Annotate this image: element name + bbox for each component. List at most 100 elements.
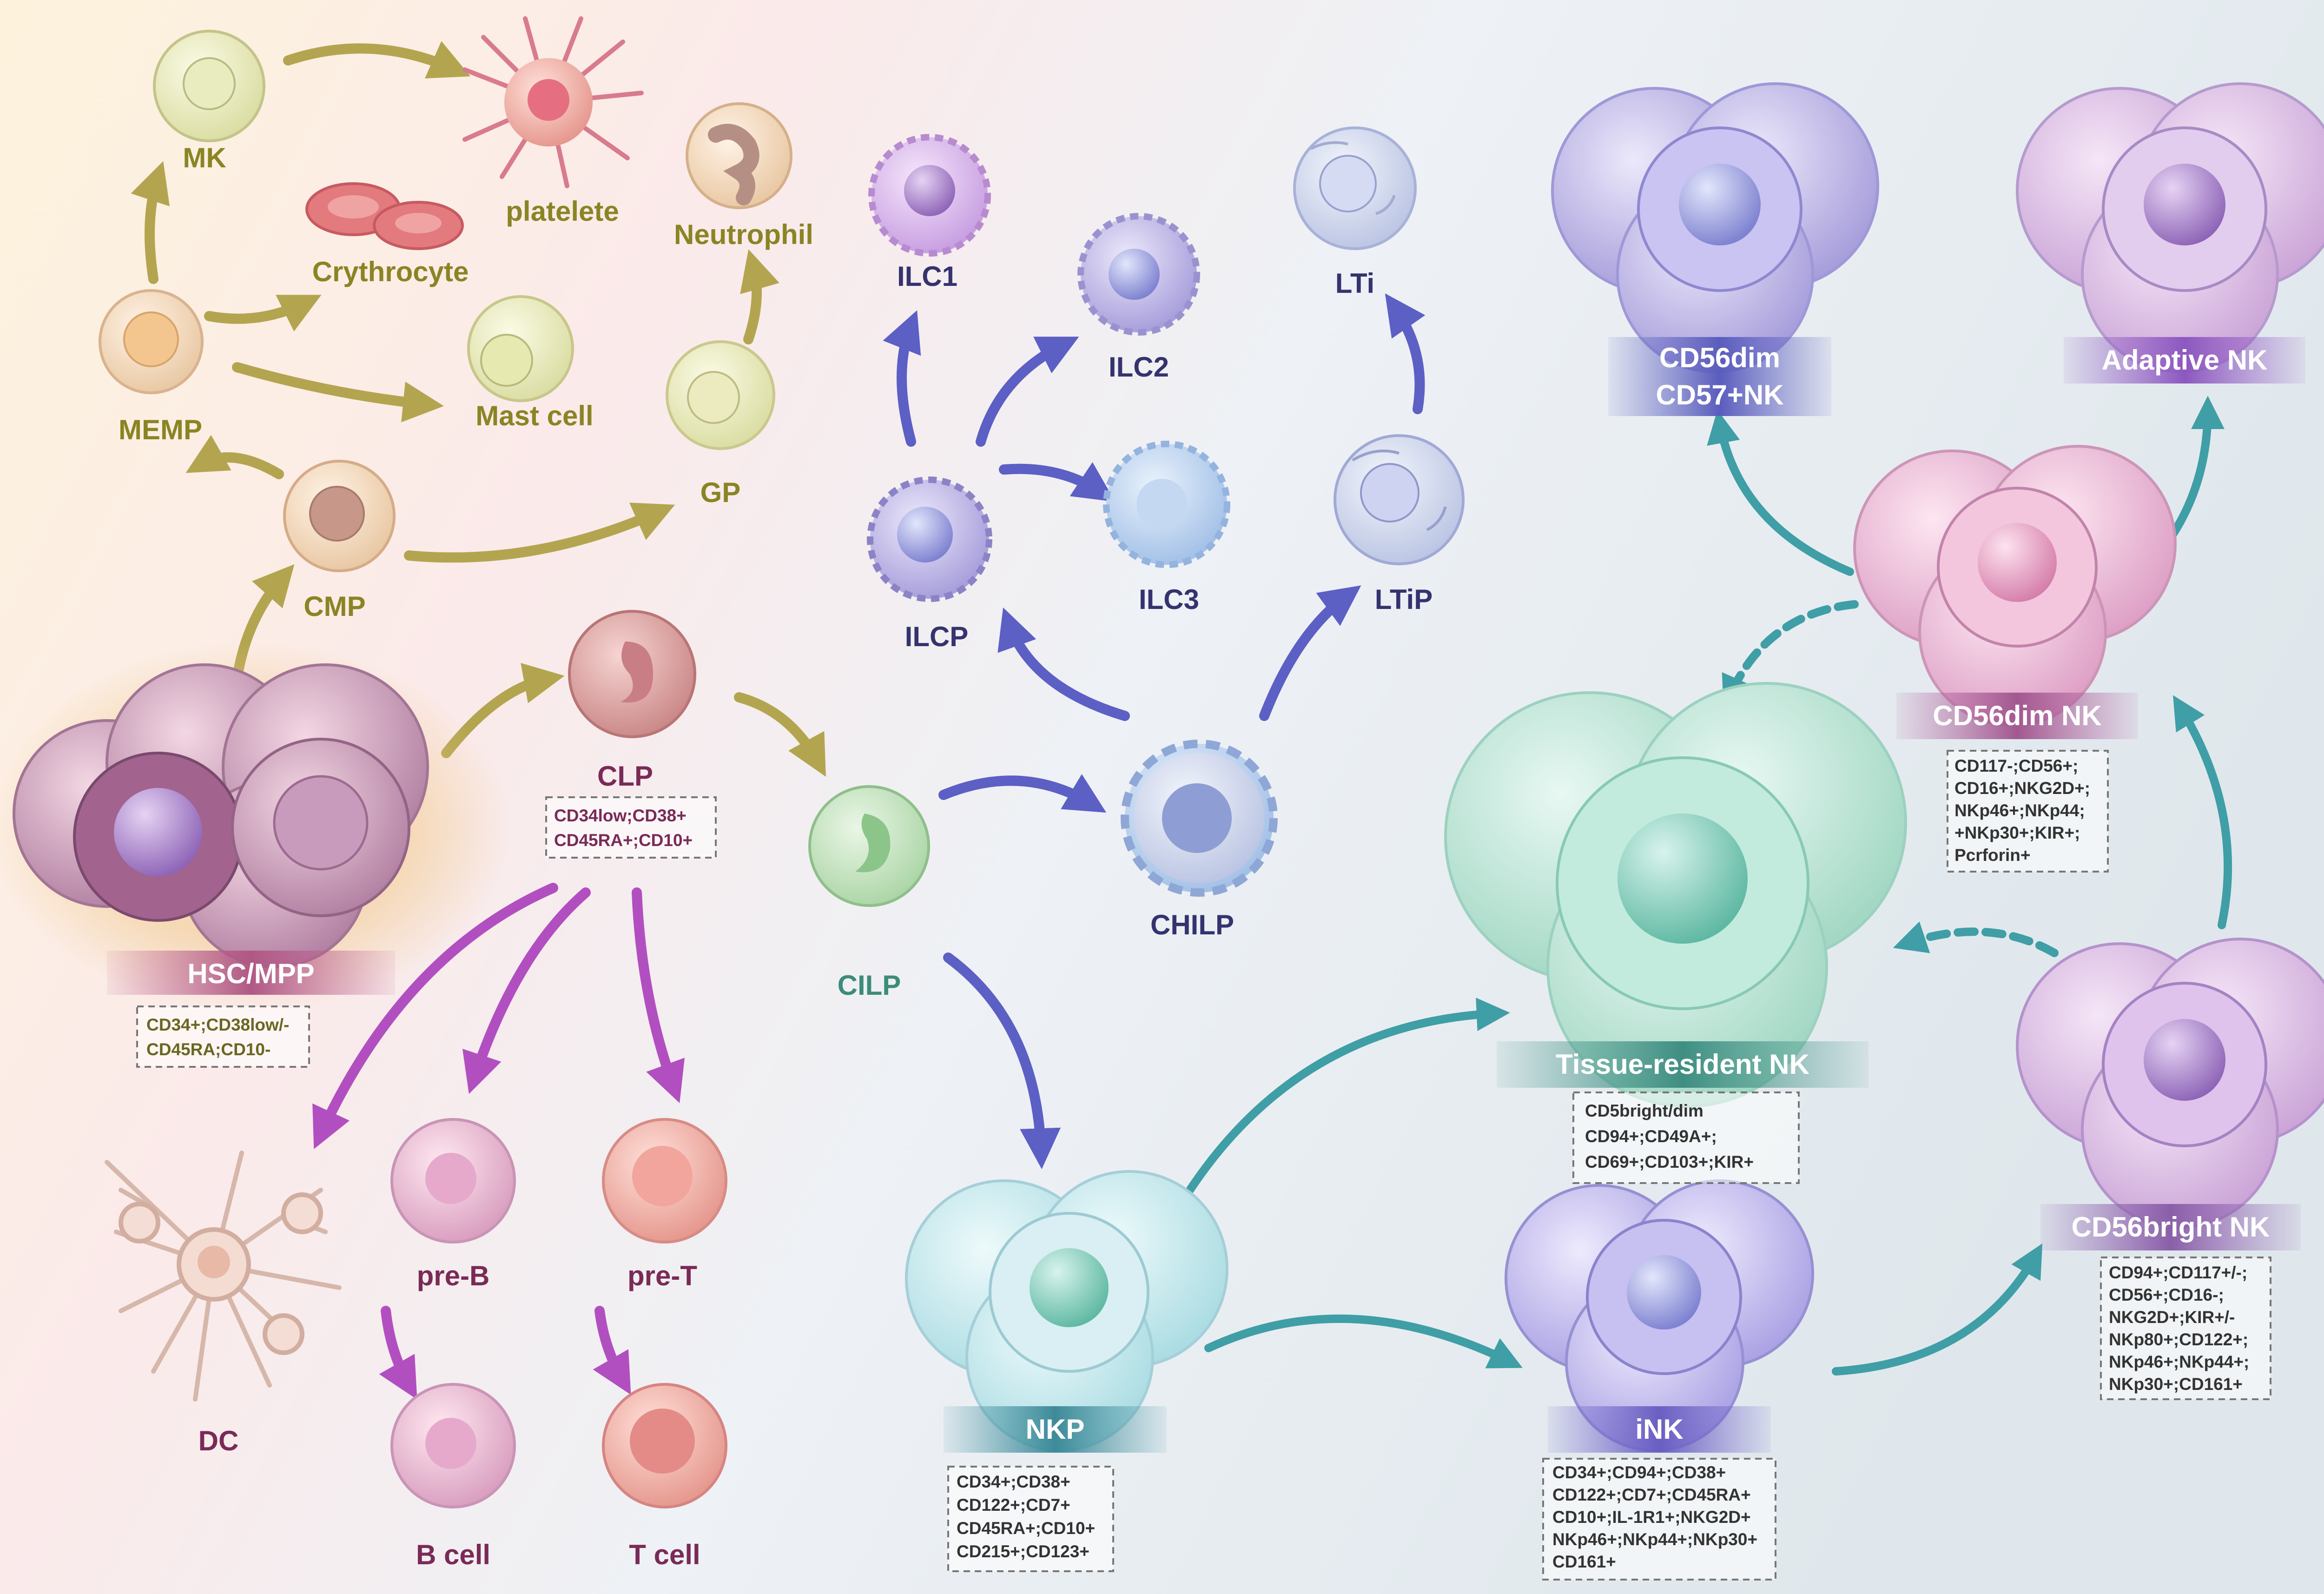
ilc-labels: ILC1 ILC2 ILC3 ILCP LTi LTiP CHILP <box>897 261 1433 940</box>
marker-cd56bright-3: NKp80+;CD122+; <box>2109 1330 2248 1349</box>
cell-clp <box>568 610 696 738</box>
myeloid-labels: MK platelete Crythrocyte Neutrophil MEMP… <box>119 142 813 622</box>
marker-clp-1: CD45RA+;CD10+ <box>554 831 693 850</box>
arrow-cilp-chilp <box>938 774 1107 813</box>
marker-box-trnk: CD5bright/dim CD94+;CD49A+; CD69+;CD103+… <box>1572 1091 1800 1184</box>
marker-box-hsc: CD34+;CD38low/- CD45RA;CD10- <box>136 1005 310 1068</box>
marker-cd56dim-2: NKp46+;NKp44; <box>1954 801 2085 820</box>
marker-box-cd56dim: CD117-;CD56+; CD16+;NKG2D+; NKp46+;NKp44… <box>1947 750 2109 873</box>
nk-arrows <box>1186 396 2232 1376</box>
arrow-ltip-lti <box>1385 293 1426 414</box>
marker-cd56bright-2: NKG2D+;KIR+/- <box>2109 1308 2235 1327</box>
lymphoid-labels: CLP DC pre-B pre-T B cell T cell <box>198 761 700 1570</box>
arrow-cd56dim-cd56dim57 <box>1707 410 1854 576</box>
arrow-mk-platelete <box>283 41 471 79</box>
cell-hsc-cluster <box>0 642 511 1013</box>
marker-nkp-0: CD34+;CD38+ <box>957 1472 1070 1491</box>
cell-memp <box>99 289 204 394</box>
marker-ink-2: CD10+;IL-1R1+;NKG2D+ <box>1552 1508 1751 1527</box>
marker-ink-0: CD34+;CD94+;CD38+ <box>1552 1463 1726 1482</box>
marker-trnk-0: CD5bright/dim <box>1585 1101 1703 1120</box>
lymphoid-arrows <box>312 883 685 1400</box>
cell-cd56dim57 <box>1551 82 1879 373</box>
cell-ilc3 <box>1103 441 1230 568</box>
label-ltip: LTiP <box>1375 584 1433 615</box>
arrow-cmp-gp <box>404 503 675 563</box>
arrow-cd56bright-trnk-dashed <box>1893 921 2059 957</box>
arrow-nkp-ink <box>1204 1314 1523 1369</box>
label-hsc: HSC/MPP <box>187 958 314 989</box>
label-nkp: NKP <box>1026 1414 1085 1445</box>
cell-platelete <box>462 16 644 188</box>
arrow-clp-cilp <box>734 692 826 777</box>
label-cilp: CILP <box>838 970 901 1001</box>
label-lti: LTi <box>1335 268 1374 299</box>
label-dc: DC <box>198 1425 239 1456</box>
marker-nkp-2: CD45RA+;CD10+ <box>957 1519 1095 1538</box>
cell-preb <box>390 1118 516 1243</box>
band-cd56dim <box>1896 693 2138 739</box>
label-cd56dim57-line1: CD56dim <box>1659 342 1780 373</box>
arrow-nkp-trnk <box>1186 998 1510 1194</box>
cell-bcell <box>390 1383 516 1508</box>
cell-ilc2 <box>1077 213 1200 336</box>
marker-ink-3: NKp46+;NKp44+;NKp30+ <box>1552 1530 1757 1549</box>
cell-trnk <box>1444 682 1907 1108</box>
arrow-clp-pret <box>632 887 685 1104</box>
label-mastcell: Mast cell <box>475 400 593 431</box>
cell-chilp <box>1121 740 1278 897</box>
label-preb: pre-B <box>417 1260 490 1291</box>
cell-cmp <box>283 460 396 572</box>
arrow-memp-crythrocyte <box>204 295 322 331</box>
arrow-chilp-ilcp <box>997 607 1130 721</box>
arrow-ilcp-ilc1 <box>883 310 921 447</box>
nk-labels: CD56dim CD57+NK Adaptive NK CD56dim NK T… <box>1026 342 2270 1445</box>
marker-cd56bright-4: NKp46+;NKp44+; <box>2109 1352 2249 1371</box>
label-cd56dim-nk: CD56dim NK <box>1933 700 2101 731</box>
cell-dc <box>105 1151 342 1402</box>
label-clp: CLP <box>597 761 653 792</box>
arrow-preb-bcell <box>379 1306 417 1400</box>
label-neutrophil: Neutrophil <box>674 219 813 250</box>
label-ilcp: ILCP <box>905 621 969 652</box>
label-gp: GP <box>700 477 741 508</box>
marker-cd56bright-1: CD56+;CD16-; <box>2109 1285 2224 1304</box>
arrow-memp-mk <box>131 161 170 284</box>
band-adaptive <box>2064 337 2305 384</box>
band-cd56bright <box>2040 1204 2301 1250</box>
arrow-ilcp-ilc3 <box>999 462 1116 502</box>
arrow-cmp-memp <box>185 435 284 479</box>
label-crythrocyte: Crythrocyte <box>312 256 469 287</box>
marker-ink-4: CD161+ <box>1552 1552 1616 1571</box>
marker-box-clp: CD34low;CD38+ CD45RA+;CD10+ <box>545 796 717 859</box>
label-pret: pre-T <box>627 1260 697 1291</box>
band-hsc <box>107 951 395 995</box>
arrow-memp-mastcell <box>232 362 444 423</box>
cell-lti <box>1293 126 1417 250</box>
label-ilc1: ILC1 <box>897 261 957 292</box>
cell-adaptive-nk <box>2016 82 2324 373</box>
cell-cilp <box>808 785 930 907</box>
cell-pret <box>602 1118 727 1243</box>
arrow-ilcp-ilc2 <box>976 337 1079 447</box>
cell-gp <box>666 340 775 450</box>
band-nkp <box>944 1406 1167 1453</box>
label-trnk: Tissue-resident NK <box>1556 1049 1809 1080</box>
label-bcell: B cell <box>416 1539 490 1570</box>
arrow-cilp-nkp <box>943 952 1061 1170</box>
marker-cd56dim-3: +NKp30+;KIR+; <box>1954 823 2080 842</box>
label-ilc3: ILC3 <box>1139 584 1199 615</box>
label-memp: MEMP <box>119 414 202 445</box>
arrow-clp-dc <box>312 883 558 1149</box>
label-ink: iNK <box>1635 1414 1683 1445</box>
marker-hsc-0: CD34+;CD38low/- <box>146 1015 289 1034</box>
label-tcell: T cell <box>629 1539 700 1570</box>
cell-ilc1 <box>868 134 991 257</box>
arrow-cd56dim-trnk-dashed <box>1722 600 1859 710</box>
band-cd56dim57 <box>1608 337 1831 416</box>
band-trnk <box>1497 1041 1868 1088</box>
label-cmp: CMP <box>304 591 365 622</box>
arrow-chilp-ltip <box>1259 585 1361 721</box>
marker-cd56bright-0: CD94+;CD117+/-; <box>2109 1263 2247 1282</box>
